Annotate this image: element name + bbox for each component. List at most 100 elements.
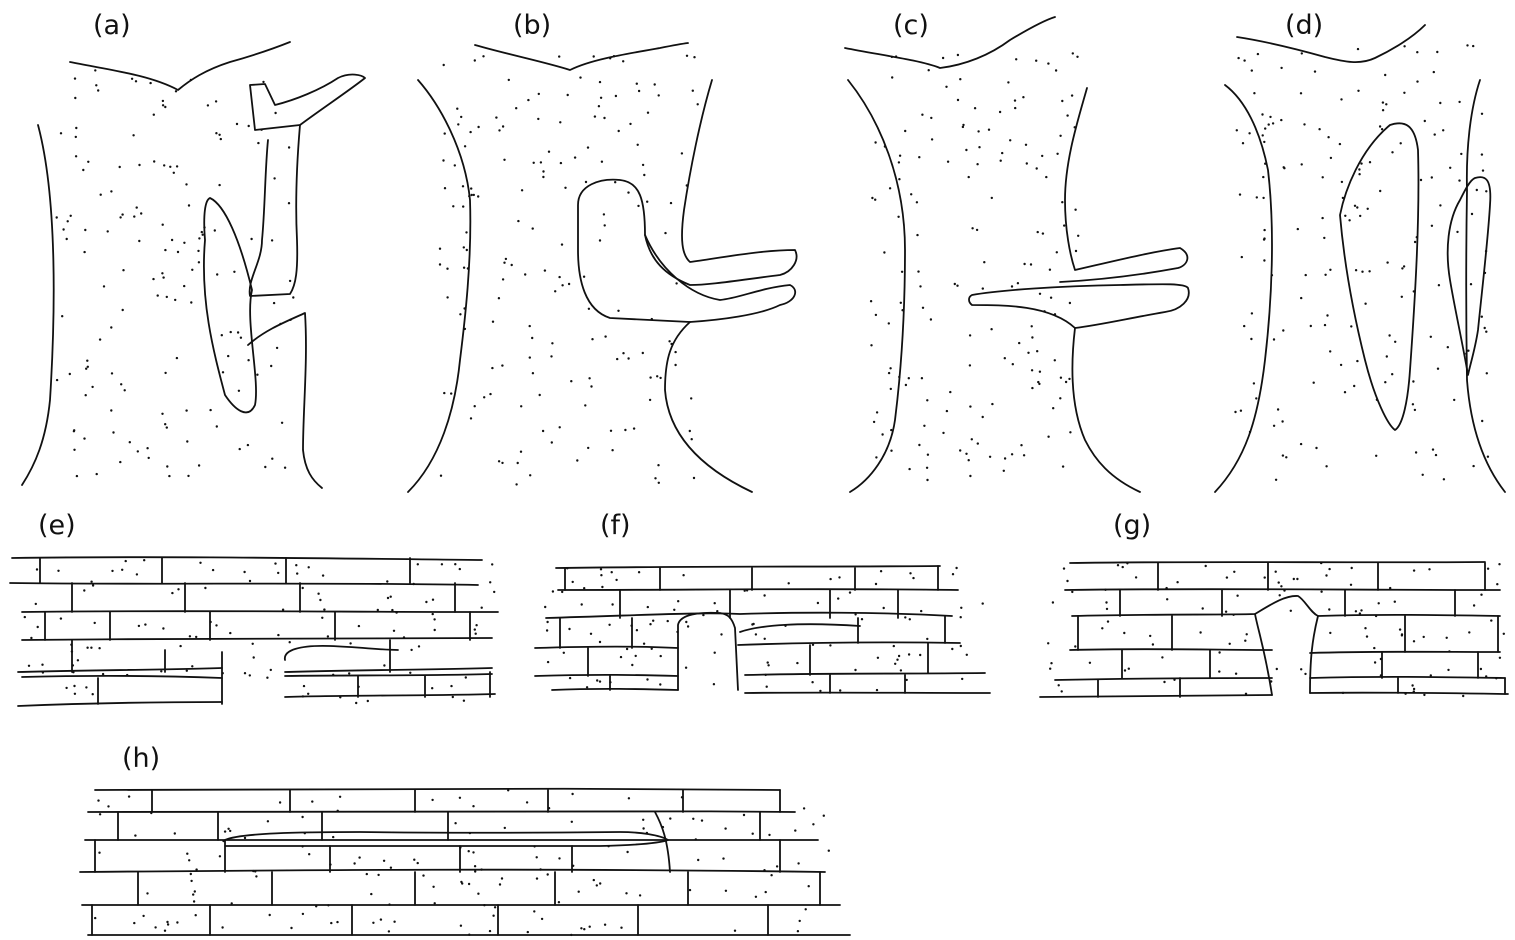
stipple-dot: [926, 399, 928, 401]
stipple-dot: [615, 95, 617, 97]
stipple-dot: [83, 437, 85, 439]
stipple-dot: [638, 571, 640, 573]
stipple-dot: [658, 94, 660, 96]
stipple-dot: [1038, 383, 1040, 385]
stipple-dot: [1027, 352, 1029, 354]
stipple-dot: [1275, 571, 1277, 573]
stipple-dot: [651, 318, 653, 320]
stipple-dot: [1218, 651, 1220, 653]
stipple-dot: [482, 55, 484, 57]
stipple-dot: [920, 610, 922, 612]
stipple-dot: [776, 865, 778, 867]
stipple-dot: [642, 164, 644, 166]
stipple-dot: [544, 269, 546, 271]
stipple-dot: [227, 355, 229, 357]
stipple-dot: [1069, 431, 1071, 433]
stipple-dot: [687, 625, 689, 627]
trunk-d-void-small: [1448, 177, 1491, 375]
stipple-dot: [819, 690, 821, 692]
stipple-dot: [470, 187, 472, 189]
stipple-dot: [533, 910, 535, 912]
stipple-dot: [332, 674, 334, 676]
stipple-dot: [1241, 256, 1243, 258]
stipple-dot: [1340, 98, 1342, 100]
stipple-dot: [489, 393, 491, 395]
stipple-dot: [477, 195, 479, 197]
stipple-dot: [659, 683, 661, 685]
stipple-dot: [921, 377, 923, 379]
stipple-dot: [434, 902, 436, 904]
stipple-dot: [1434, 133, 1436, 135]
stipple-dot: [161, 413, 163, 415]
stipple-dot: [658, 482, 660, 484]
stipple-dot: [501, 364, 503, 366]
trunk-d-right-edge: [1466, 80, 1505, 492]
stipple-dot: [441, 563, 443, 565]
stipple-dot: [1360, 609, 1362, 611]
bricks-e-joints: [40, 558, 490, 704]
stipple-dot: [1414, 409, 1416, 411]
stipple-dot: [969, 334, 971, 336]
stipple-dot: [460, 116, 462, 118]
stipple-dot: [1481, 316, 1483, 318]
stipple-dot: [222, 840, 224, 842]
stipple-dot: [339, 696, 341, 698]
stipple-dot: [1117, 564, 1119, 566]
stipple-dot: [600, 568, 602, 570]
stipple-dot: [647, 606, 649, 608]
stipple-dot: [599, 882, 601, 884]
stipple-dot: [92, 693, 94, 695]
stipple-dot: [74, 97, 76, 99]
stipple-dot: [250, 238, 252, 240]
stipple-dot: [1105, 601, 1107, 603]
stipple-dot: [171, 239, 173, 241]
stipple-dot: [588, 377, 590, 379]
stipple-dot: [558, 276, 560, 278]
stipple-dot: [877, 657, 879, 659]
stipple-dot: [611, 603, 613, 605]
stipple-dot: [35, 603, 37, 605]
stipple-dot: [537, 118, 539, 120]
stipple-dot: [188, 204, 190, 206]
stipple-dot: [107, 805, 109, 807]
stipple-dot: [583, 928, 585, 930]
stipple-dot: [1276, 668, 1278, 670]
stipple-dot: [1052, 601, 1054, 603]
stipple-dot: [128, 795, 130, 797]
stipple-dot: [837, 597, 839, 599]
stipple-dot: [1273, 425, 1275, 427]
stipple-dot: [311, 800, 313, 802]
stipple-dot: [110, 326, 112, 328]
stipple-dot: [289, 319, 291, 321]
stipple-dot: [630, 625, 632, 627]
stipple-dot: [646, 678, 648, 680]
stipple-dot: [176, 165, 178, 167]
stipple-dot: [1485, 331, 1487, 333]
stipple-dot: [752, 833, 754, 835]
stipple-dot: [491, 367, 493, 369]
stipple-dot: [1415, 451, 1417, 453]
stipple-dot: [474, 405, 476, 407]
stipple-dot: [874, 141, 876, 143]
stipple-dot: [164, 106, 166, 108]
stipple-dot: [249, 580, 251, 582]
bricks-g-course-6-left: [1040, 695, 1272, 697]
stipple-dot: [1278, 581, 1280, 583]
trunk-b-pocket: [578, 180, 795, 322]
stipple-dot: [146, 892, 148, 894]
stipple-dot: [471, 194, 473, 196]
stipple-dot: [73, 685, 75, 687]
stipple-dot: [615, 579, 617, 581]
stipple-dot: [570, 934, 572, 936]
stipple-dot: [493, 591, 495, 593]
stipple-dot: [1045, 176, 1047, 178]
stipple-dot: [1246, 633, 1248, 635]
stipple-dot: [988, 129, 990, 131]
stipple-dot: [492, 321, 494, 323]
stipple-dot: [464, 328, 466, 330]
stipple-dot: [222, 672, 224, 674]
stipple-dot: [1043, 310, 1045, 312]
stipple-dot: [1042, 232, 1044, 234]
stipple-dot: [162, 276, 164, 278]
stipple-dot: [288, 146, 290, 148]
